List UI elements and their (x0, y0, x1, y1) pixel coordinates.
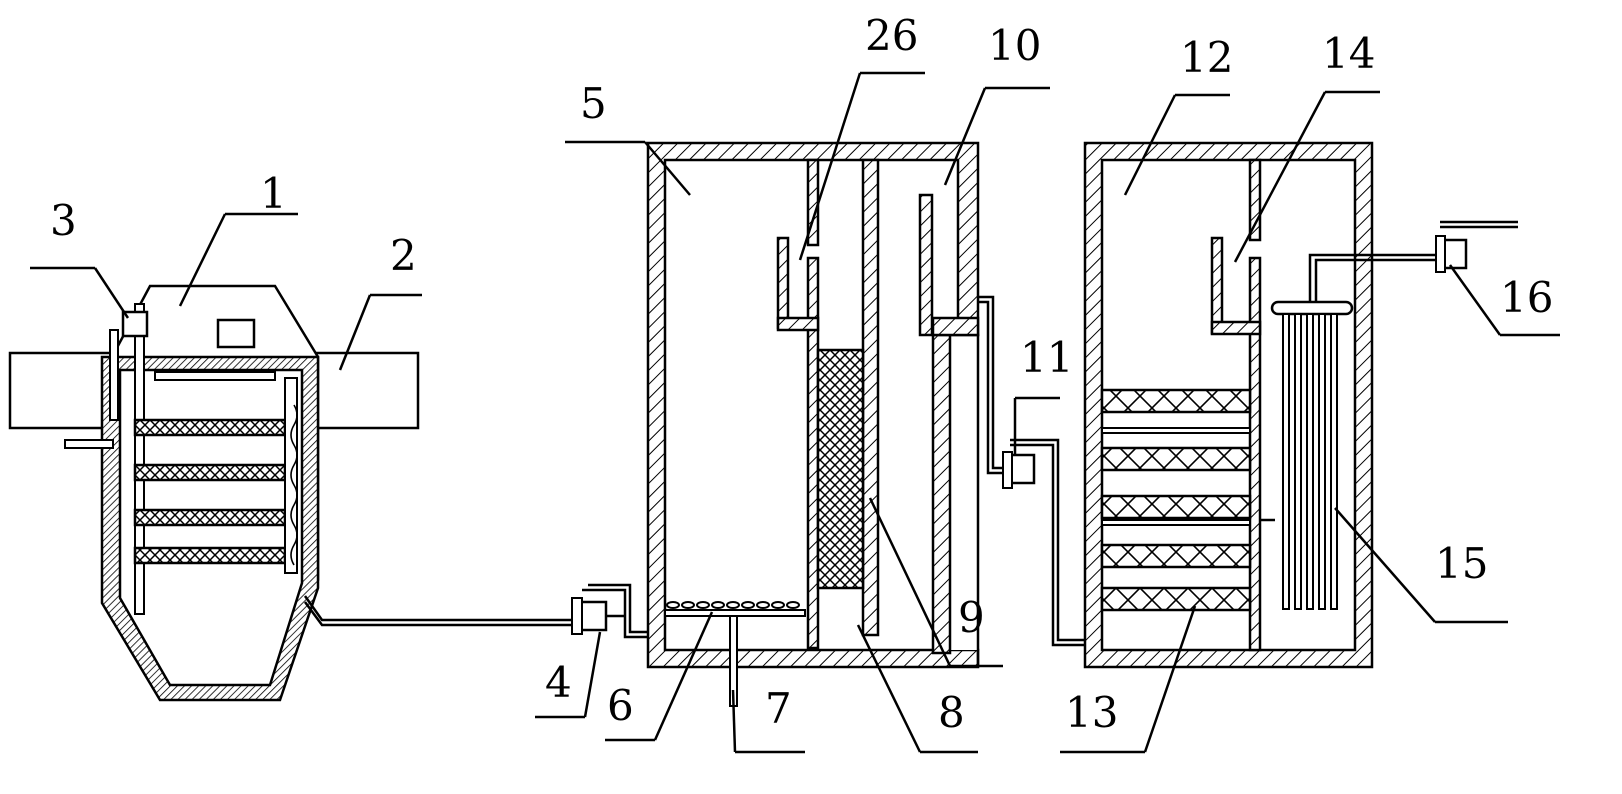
label-16: 16 (1500, 273, 1553, 322)
tank-5 (646, 141, 980, 707)
label-7: 7 (765, 684, 792, 733)
tank-12 (1083, 141, 1440, 669)
top-plate (154, 371, 276, 381)
vessel-1 (8, 284, 575, 702)
filter-layer-3 (133, 508, 287, 527)
label-2: 2 (390, 231, 417, 280)
label-6: 6 (607, 681, 634, 730)
pump-11 (978, 295, 1090, 647)
diffuser-nozzles (666, 601, 800, 609)
media-column (816, 348, 865, 590)
pump-4 (571, 583, 648, 639)
label-9: 9 (958, 593, 985, 642)
filter-layer-1 (133, 418, 287, 437)
label-14: 14 (1322, 29, 1375, 78)
label-5: 5 (580, 79, 607, 128)
label-12: 12 (1180, 33, 1233, 82)
filter-layer-2 (133, 463, 287, 482)
label-1: 1 (260, 169, 287, 218)
label-13: 13 (1065, 688, 1118, 737)
vessel-wall (100, 355, 320, 702)
inner-pipe (134, 303, 145, 615)
wave-element (290, 404, 298, 566)
pump-16 (1435, 220, 1518, 273)
label-26: 26 (865, 11, 918, 60)
filter-layer-4 (133, 546, 287, 565)
label-3: 3 (50, 196, 77, 245)
label-4: 4 (545, 658, 572, 707)
label-8: 8 (938, 688, 965, 737)
probe-3 (109, 329, 119, 421)
label-10: 10 (988, 21, 1041, 70)
top-cap (216, 318, 256, 349)
label-11: 11 (1020, 333, 1073, 382)
label-15: 15 (1435, 539, 1488, 588)
side-stub (64, 439, 114, 449)
